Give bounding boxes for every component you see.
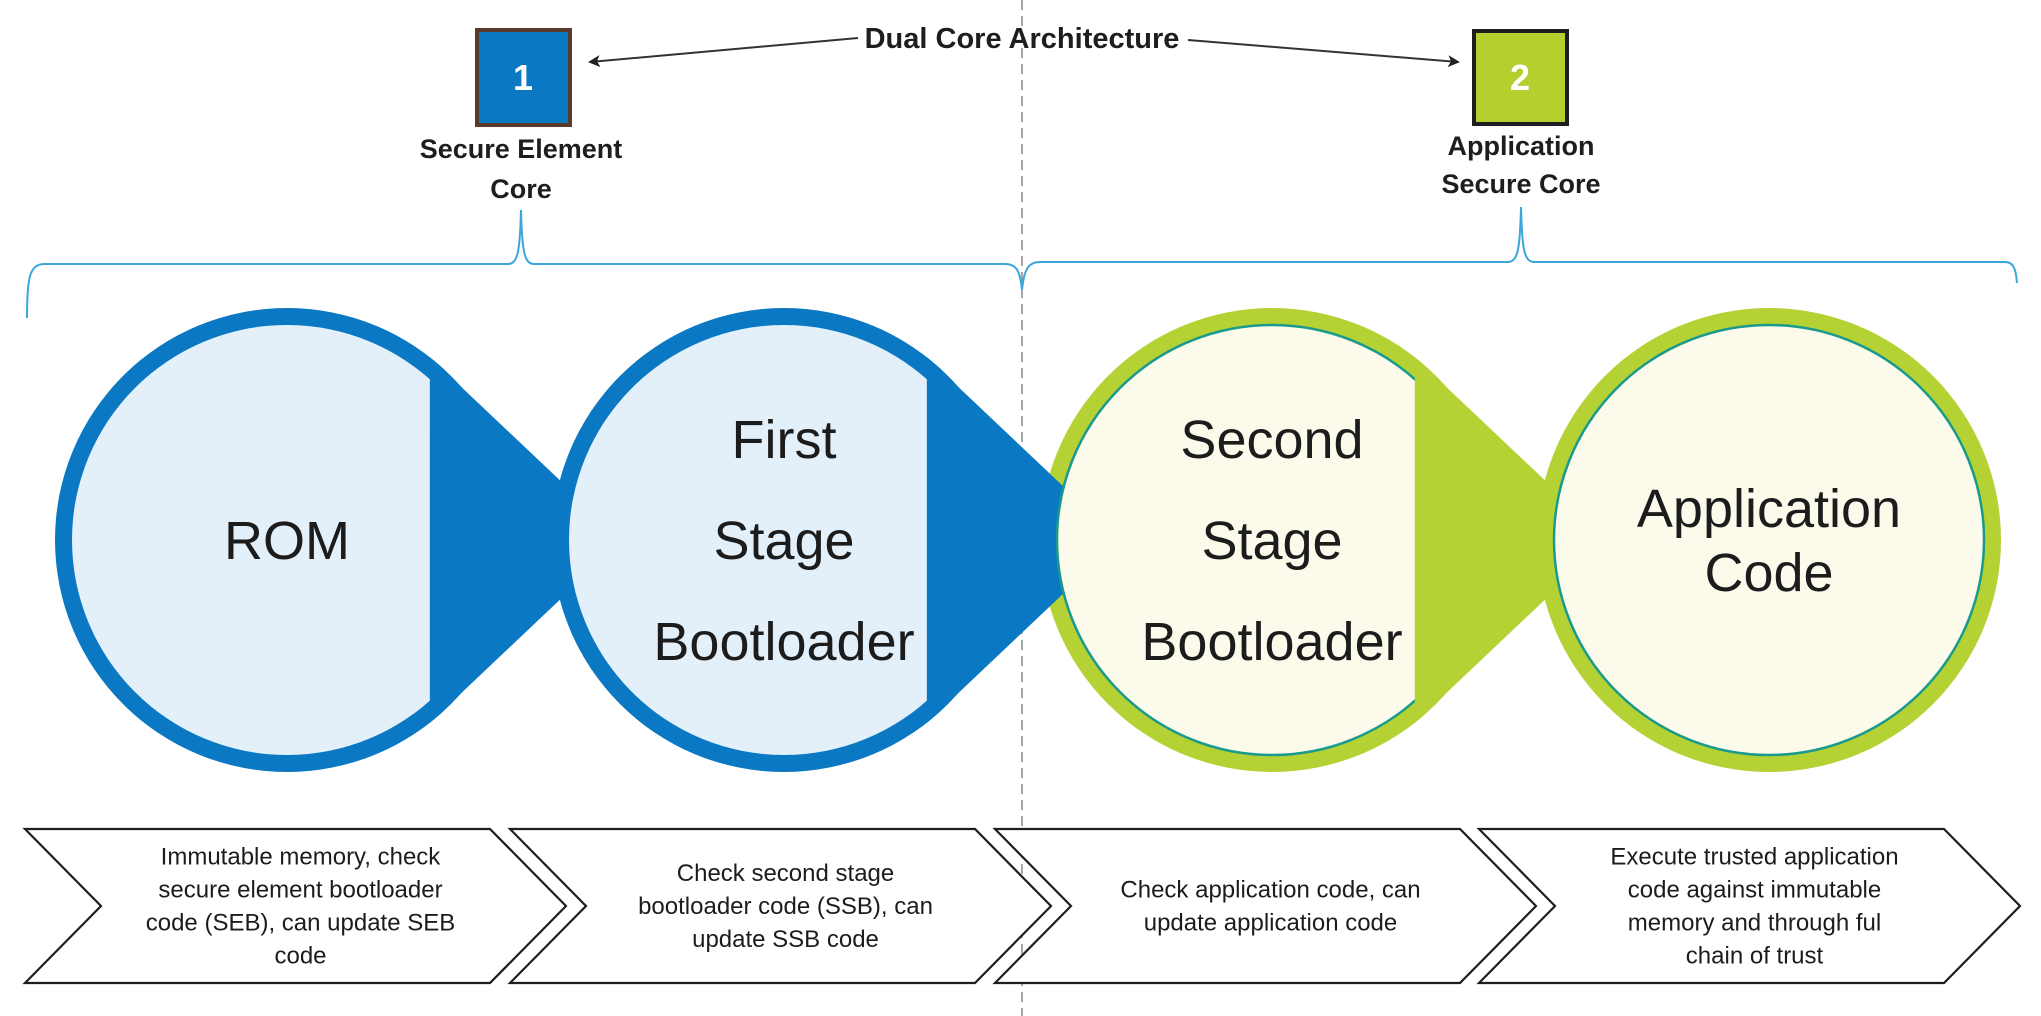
chevron-shape	[992, 827, 1538, 985]
core-2-box	[1472, 29, 1569, 126]
chevron-shape	[507, 827, 1053, 985]
description-3-line-1: Check application code, can	[1120, 877, 1420, 904]
description-3-line-2: update application code	[1144, 910, 1398, 937]
core-2-badge: 2	[1472, 29, 1569, 126]
core-2-label-line-1: Application	[1448, 131, 1595, 161]
stage-2-label-line-3: Bootloader	[653, 612, 914, 672]
description-2-line-1: Check second stage	[677, 860, 894, 887]
stage-3-label-line-1: Second	[1180, 410, 1363, 470]
stage-4-label-line-1: Application	[1637, 479, 1901, 539]
boot-stages: ROMFirstStageBootloaderSecondStageBootlo…	[55, 308, 2001, 772]
description-chevron-2: Check second stage bootloader code (SSB),…	[507, 827, 1053, 985]
stage-1: ROM	[55, 308, 519, 772]
stage-3-pointer-arrow	[1414, 357, 1608, 723]
core-2-bracket	[1021, 206, 2018, 291]
core-2-number: 2	[1510, 57, 1530, 98]
stage-2-fill	[569, 325, 999, 755]
stage-2-pointer-arrow	[926, 357, 1120, 723]
core-1-label-line-1: Secure Element	[420, 134, 623, 164]
description-chevron-3: Check application code, can update applic…	[992, 827, 1538, 985]
description-1-line-4: code	[274, 943, 326, 970]
description-chevron-4: Execute trusted application code against …	[1476, 827, 2022, 985]
stage-descriptions: Immutable memory, check secure element bo…	[22, 827, 2022, 985]
title-arrow-right	[1187, 39, 1460, 68]
stage-3-label-line-3: Bootloader	[1141, 612, 1402, 672]
title-arrow-left	[588, 37, 859, 68]
description-2-line-3: update SSB code	[692, 926, 879, 953]
description-4-line-1: Execute trusted application	[1610, 844, 1898, 871]
core-1-number: 1	[513, 57, 533, 98]
stage-2-label-line-2: Stage	[713, 511, 854, 571]
stage-1-pointer-arrow	[429, 357, 623, 723]
core-2-label-line-2: Secure Core	[1441, 169, 1600, 199]
core-1-bracket	[26, 209, 1023, 319]
stage-1-label-line-1: ROM	[224, 511, 350, 571]
core-1-label-line-2: Core	[490, 174, 552, 204]
description-2-line-2: bootloader code (SSB), can	[638, 893, 933, 920]
core-1-badge: 1	[475, 28, 572, 127]
description-4-line-4: chain of trust	[1686, 943, 1824, 970]
diagram-title: Dual Core Architecture	[865, 23, 1180, 55]
stage-2-label-line-1: First	[732, 410, 837, 470]
description-1-line-1: Immutable memory, check	[161, 844, 442, 871]
chevron-shape	[22, 827, 568, 985]
stage-4-fill	[1552, 323, 1986, 757]
stage-3-label-line-2: Stage	[1201, 511, 1342, 571]
description-1-line-3: code (SEB), can update SEB	[146, 910, 456, 937]
description-chevron-1: Immutable memory, check secure element bo…	[22, 827, 568, 985]
stage-4-label-line-2: Code	[1704, 543, 1833, 603]
chevron-shape	[1476, 827, 2022, 985]
description-4-line-3: memory and through ful	[1628, 910, 1881, 937]
stage-1-fill	[72, 325, 502, 755]
description-1-line-2: secure element bootloader	[158, 877, 442, 904]
core-1-box	[475, 28, 572, 127]
description-4-line-2: code against immutable	[1628, 877, 1881, 904]
